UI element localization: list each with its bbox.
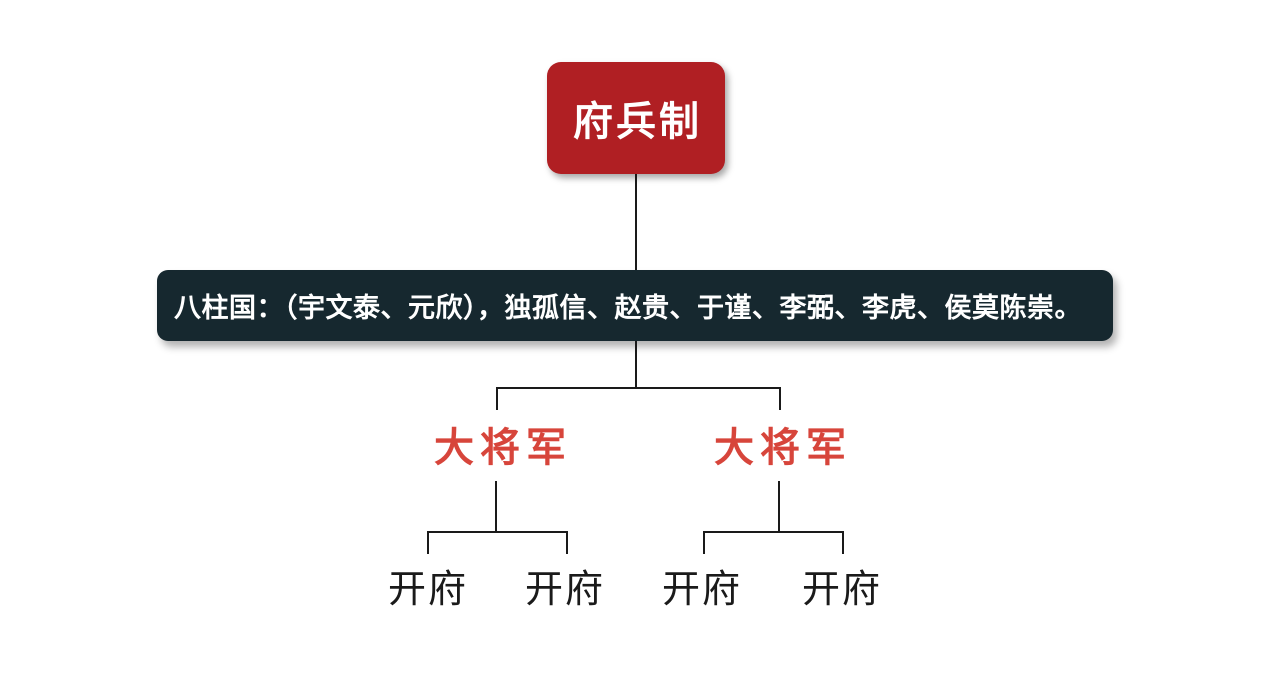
connector-office-3-drop: [703, 531, 705, 554]
office-node-2: 开府: [524, 569, 605, 611]
office-node-3: 开府: [661, 569, 742, 611]
connector-pillars-down: [635, 341, 637, 388]
general-node-left: 大将军: [434, 426, 572, 470]
connector-offices-left-horizontal: [427, 531, 568, 533]
connector-office-4-drop: [842, 531, 844, 554]
connector-office-2-drop: [566, 531, 568, 554]
pillars-bar-bazhuguo: 八柱国：（宇文泰、元欣），独孤信、赵贵、于谨、李弼、李虎、侯莫陈崇。: [157, 270, 1113, 341]
connector-general-left-drop: [496, 387, 498, 410]
connector-generals-horizontal: [496, 387, 781, 389]
connector-root-to-pillars: [635, 174, 637, 271]
root-node-fubingzhi: 府兵制: [547, 62, 725, 174]
connector-general-right-drop: [779, 387, 781, 410]
general-node-right: 大将军: [714, 426, 852, 470]
connector-offices-right-horizontal: [703, 531, 844, 533]
connector-office-1-drop: [427, 531, 429, 554]
office-node-4: 开府: [801, 569, 882, 611]
connector-general-right-down: [778, 481, 780, 533]
office-node-1: 开府: [387, 569, 468, 611]
connector-general-left-down: [495, 481, 497, 533]
